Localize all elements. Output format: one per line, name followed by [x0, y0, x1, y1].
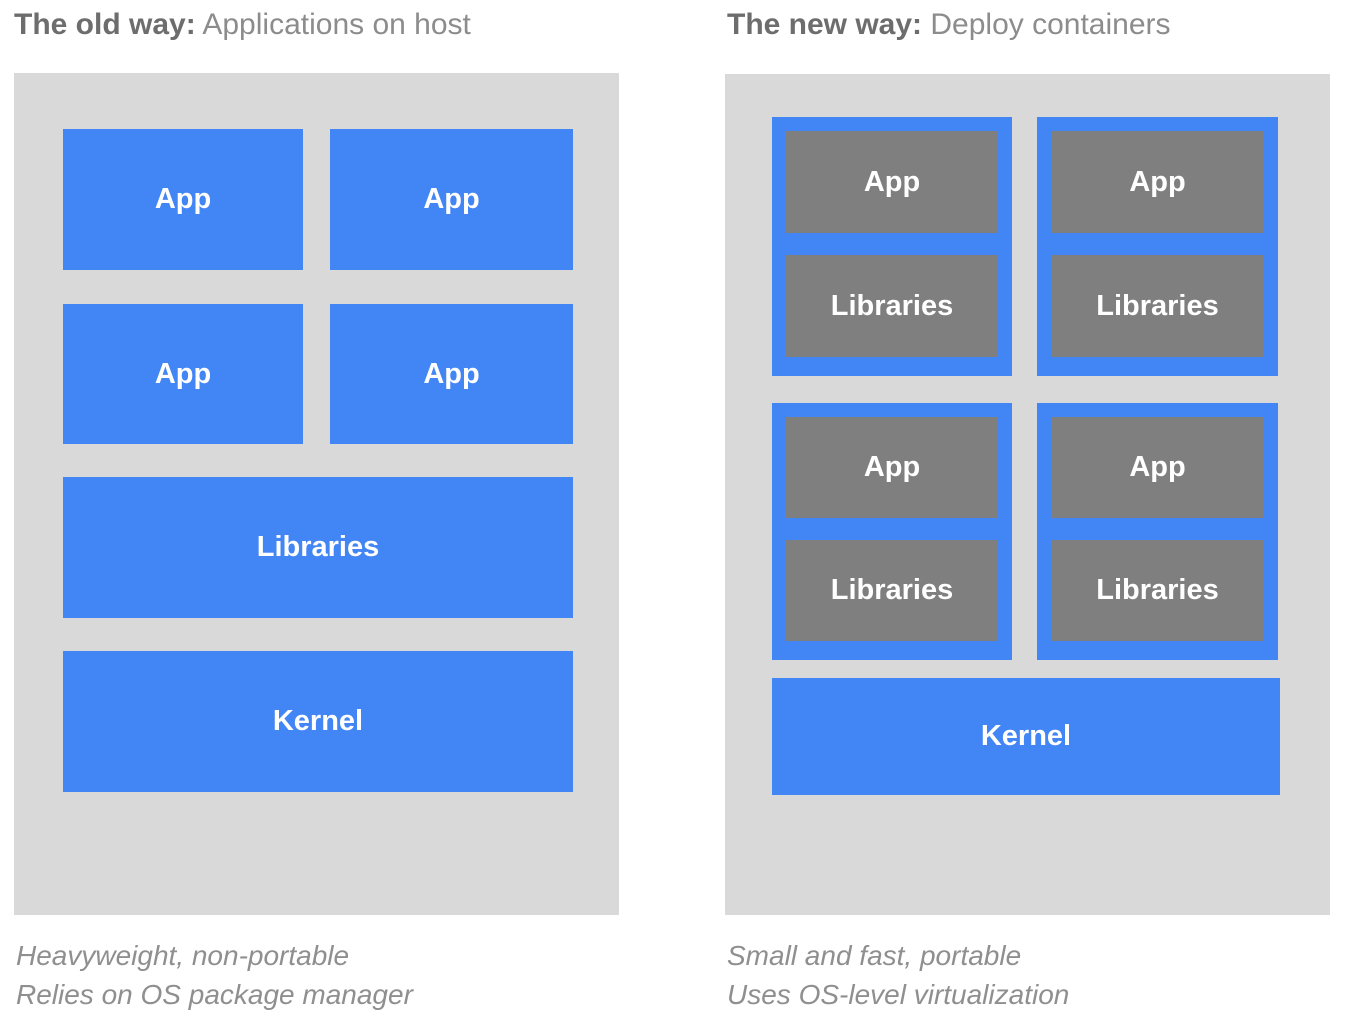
- kernel-box: Kernel: [772, 678, 1280, 795]
- old-way-caption-line1: Heavyweight, non-portable: [16, 940, 350, 971]
- app-box: App: [1051, 417, 1264, 518]
- new-way-title: The new way: Deploy containers: [727, 8, 1171, 42]
- libraries-box: Libraries: [1051, 255, 1264, 357]
- new-way-caption: Small and fast, portable Uses OS-level v…: [727, 936, 1069, 1014]
- old-way-title: The old way: Applications on host: [14, 8, 471, 42]
- new-way-title-prefix: The new way:: [727, 8, 923, 41]
- container-box: App Libraries: [772, 117, 1012, 376]
- app-box: App: [786, 417, 998, 518]
- new-way-caption-line1: Small and fast, portable: [727, 940, 1022, 971]
- old-way-title-rest: Applications on host: [195, 8, 471, 41]
- app-box: App: [63, 304, 303, 444]
- host-panel: App App App App Libraries Kernel: [14, 73, 619, 915]
- container-box: App Libraries: [1037, 403, 1278, 660]
- kernel-box: Kernel: [63, 651, 573, 792]
- app-box: App: [1051, 131, 1264, 233]
- app-box: App: [63, 129, 303, 270]
- new-way-title-rest: Deploy containers: [922, 8, 1171, 41]
- libraries-box: Libraries: [1051, 540, 1264, 641]
- container-box: App Libraries: [1037, 117, 1278, 376]
- libraries-box: Libraries: [786, 540, 998, 641]
- old-way-caption: Heavyweight, non-portable Relies on OS p…: [16, 936, 413, 1014]
- new-way-caption-line2: Uses OS-level virtualization: [727, 979, 1070, 1010]
- old-way-caption-line2: Relies on OS package manager: [16, 979, 413, 1010]
- libraries-box: Libraries: [63, 477, 573, 618]
- app-box: App: [330, 129, 573, 270]
- libraries-box: Libraries: [786, 255, 998, 357]
- app-box: App: [330, 304, 573, 444]
- old-way-title-prefix: The old way:: [14, 8, 196, 41]
- containers-panel: App Libraries App Libraries App Librarie…: [725, 74, 1330, 915]
- app-box: App: [786, 131, 998, 233]
- container-box: App Libraries: [772, 403, 1012, 660]
